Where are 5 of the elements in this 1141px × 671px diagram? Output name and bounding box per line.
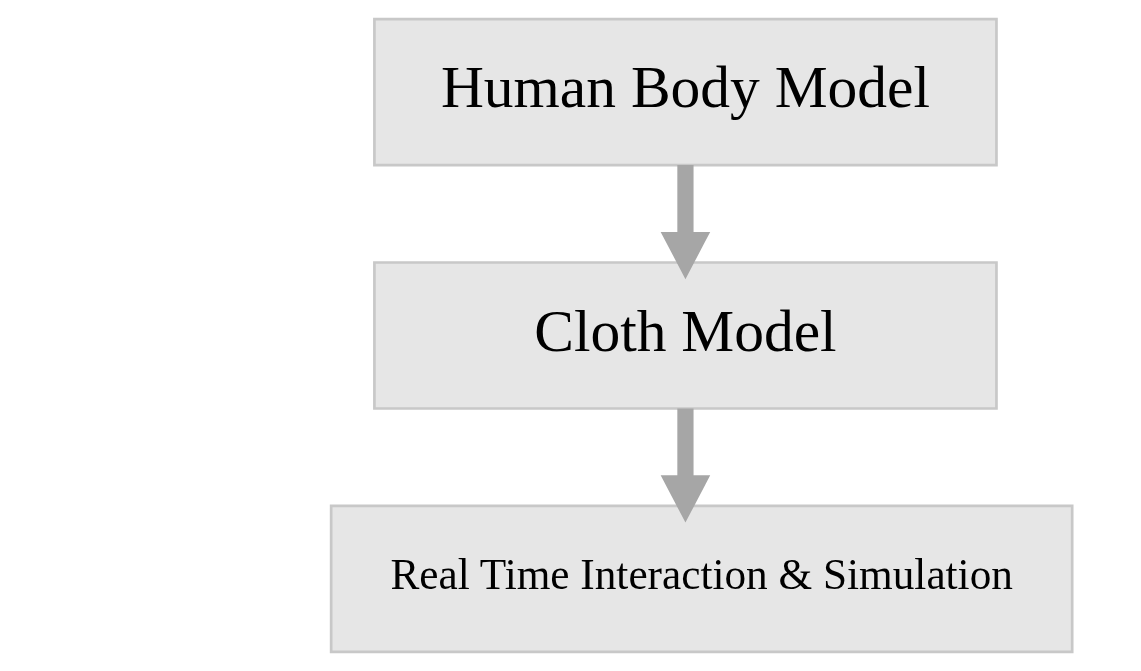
node-box: Human Body Model [373,17,998,167]
arrow [660,165,711,280]
node-box: Real Time Interaction & Simulation [329,504,1074,654]
arrow [660,408,711,523]
node-box: Cloth Model [373,261,998,410]
